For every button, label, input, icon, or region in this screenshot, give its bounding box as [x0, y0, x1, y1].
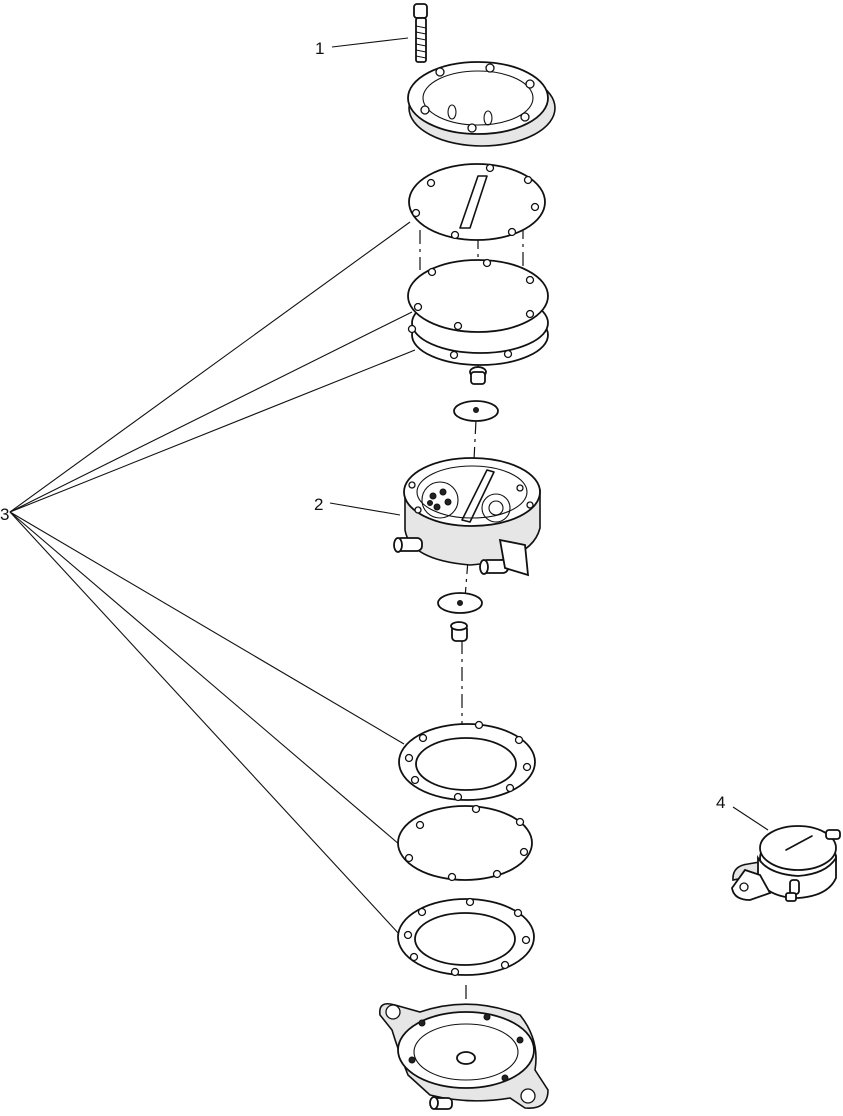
- pump-top-cover: [407, 61, 556, 147]
- diaphragm-lower: [397, 804, 533, 882]
- callout-label-1: 1: [315, 39, 324, 58]
- callout-label-3: 3: [0, 505, 9, 524]
- screw-part: [413, 3, 428, 63]
- pump-base-housing: [378, 1002, 549, 1110]
- upper-check-valve: [453, 366, 499, 422]
- diaphragm-and-gasket-stack: [407, 258, 549, 366]
- gasket-ring-lower: [398, 720, 536, 802]
- callout-label-4: 4: [716, 793, 725, 812]
- assembled-fuel-pump: [731, 825, 841, 902]
- lower-check-valve: [437, 592, 483, 642]
- pump-body: [393, 457, 541, 577]
- callout-leader-lines: [9, 37, 769, 936]
- gasket-ring-bottom: [397, 897, 535, 977]
- valve-gasket-top: [408, 163, 546, 241]
- callout-label-2: 2: [314, 495, 323, 514]
- callout-labels: 1 2 3 4: [0, 39, 725, 812]
